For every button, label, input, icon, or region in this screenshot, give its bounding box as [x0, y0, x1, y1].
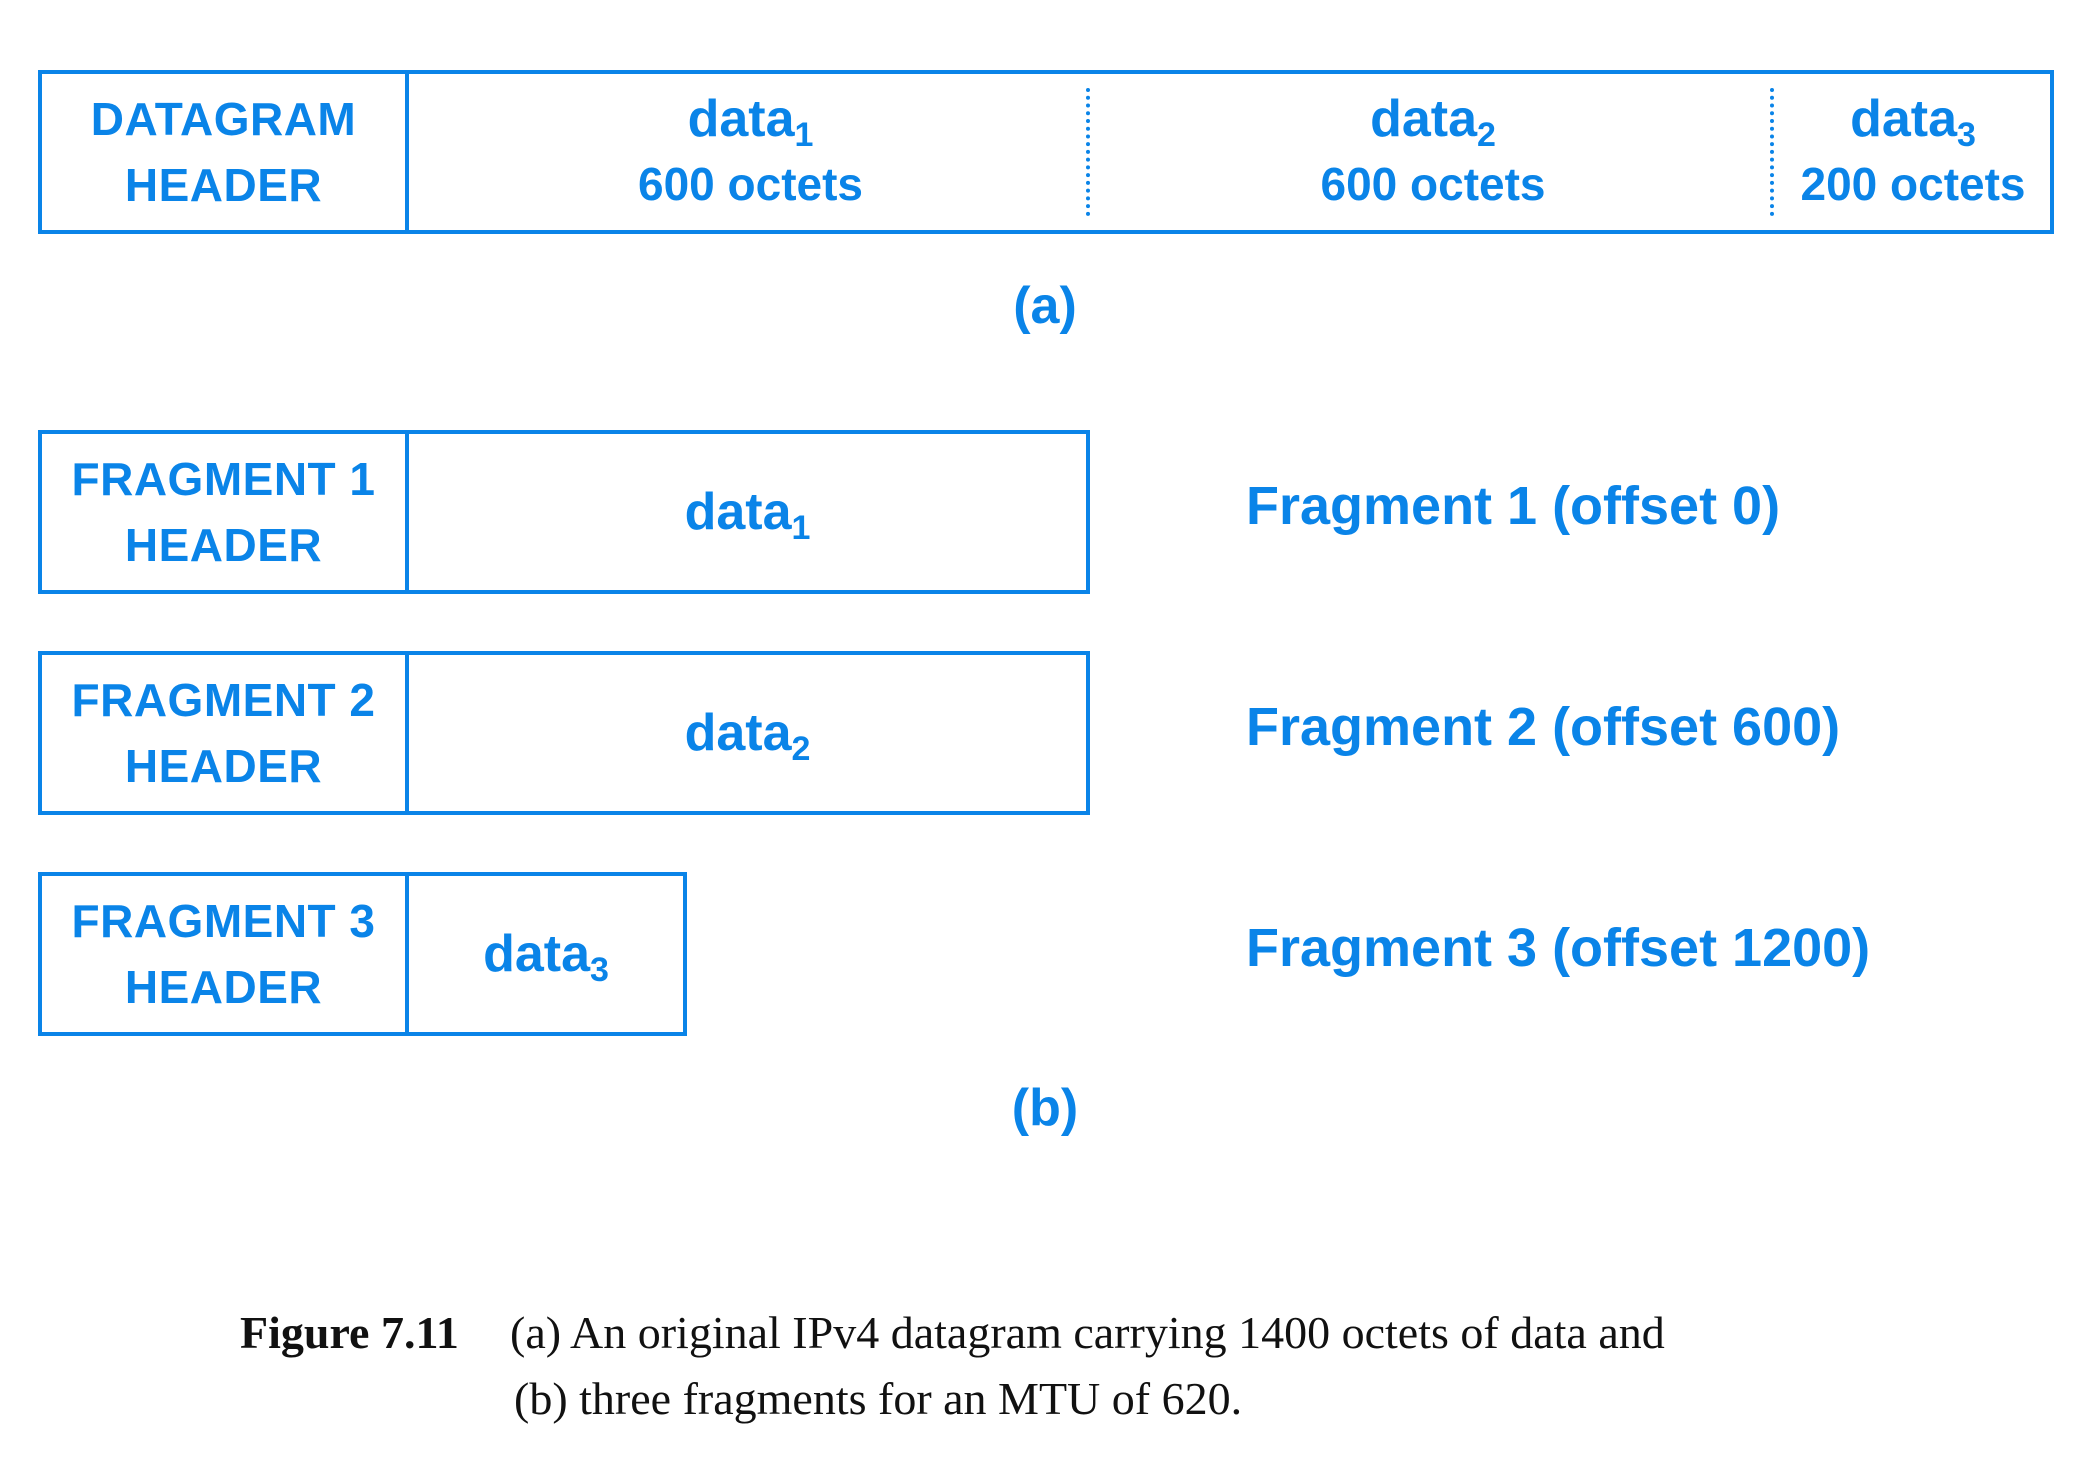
fragment-2-header-line2: HEADER	[124, 740, 323, 792]
fragment-1-label: Fragment 1 (offset 0)	[1246, 476, 1781, 536]
fragment-1-header-line1: FRAGMENT 1	[71, 453, 376, 505]
data-segment-1-size: 600 octets	[637, 158, 863, 210]
part-b-label: (b)	[1011, 1079, 1079, 1137]
data-segment-2: data2 600 octets	[1092, 74, 1774, 230]
fragment-1-data-cell: data1	[409, 434, 1086, 590]
fragment-2-data-cell: data2	[409, 655, 1086, 811]
fragment-3-header-cell: FRAGMENT 3 HEADER	[42, 876, 409, 1032]
fragment-2-data-sub: 2	[791, 730, 811, 768]
fragment-1-header-cell: FRAGMENT 1 HEADER	[42, 434, 409, 590]
fragment-3-header-line2: HEADER	[124, 961, 323, 1013]
data-segment-2-name: data2	[1370, 90, 1496, 154]
fragment-2-header-line1: FRAGMENT 2	[71, 674, 376, 726]
data-segment-3: data3 200 octets	[1776, 74, 2050, 230]
segment-divider-1	[1086, 88, 1090, 216]
fragment-3: FRAGMENT 3 HEADER data3	[38, 872, 687, 1036]
original-datagram: DATAGRAM HEADER data1 600 octets data2 6…	[38, 70, 2054, 234]
segment-divider-2	[1770, 88, 1774, 216]
fragment-1-data-sub: 1	[791, 509, 811, 547]
data-segment-3-size: 200 octets	[1800, 158, 2026, 210]
data-segment-1-sub: 1	[794, 116, 814, 154]
datagram-header-line2: HEADER	[124, 159, 323, 211]
figure-caption: Figure 7.11 (a) An original IPv4 datagra…	[240, 1300, 1840, 1432]
datagram-header-cell: DATAGRAM HEADER	[42, 74, 409, 230]
data-segment-2-size: 600 octets	[1320, 158, 1546, 210]
data-segment-1: data1 600 octets	[409, 74, 1092, 230]
fragment-2-header-cell: FRAGMENT 2 HEADER	[42, 655, 409, 811]
figure-number: Figure 7.11	[240, 1307, 459, 1358]
fragment-3-data-cell: data3	[409, 876, 683, 1032]
fragment-3-data-name: data3	[483, 925, 609, 989]
fragment-3-header-line1: FRAGMENT 3	[71, 895, 376, 947]
data-segment-3-sub: 3	[1957, 116, 1976, 154]
part-a-label: (a)	[1013, 277, 1077, 335]
fragment-1: FRAGMENT 1 HEADER data1	[38, 430, 1090, 594]
fragment-3-label: Fragment 3 (offset 1200)	[1246, 918, 1871, 978]
fragment-2-data-name: data2	[684, 704, 811, 768]
fragment-3-data-sub: 3	[590, 951, 609, 989]
fragment-2: FRAGMENT 2 HEADER data2	[38, 651, 1090, 815]
caption-line-2: (b) three fragments for an MTU of 620.	[514, 1373, 1243, 1424]
caption-line-1: (a) An original IPv4 datagram carrying 1…	[510, 1307, 1665, 1358]
fragment-1-data-name: data1	[684, 483, 811, 547]
data-segment-2-sub: 2	[1477, 116, 1496, 154]
fragment-1-header-line2: HEADER	[124, 519, 323, 571]
datagram-header-line1: DATAGRAM	[90, 93, 357, 145]
data-segment-1-name: data1	[687, 90, 814, 154]
data-segment-3-name: data3	[1850, 90, 1976, 154]
fragment-2-label: Fragment 2 (offset 600)	[1246, 697, 1841, 757]
